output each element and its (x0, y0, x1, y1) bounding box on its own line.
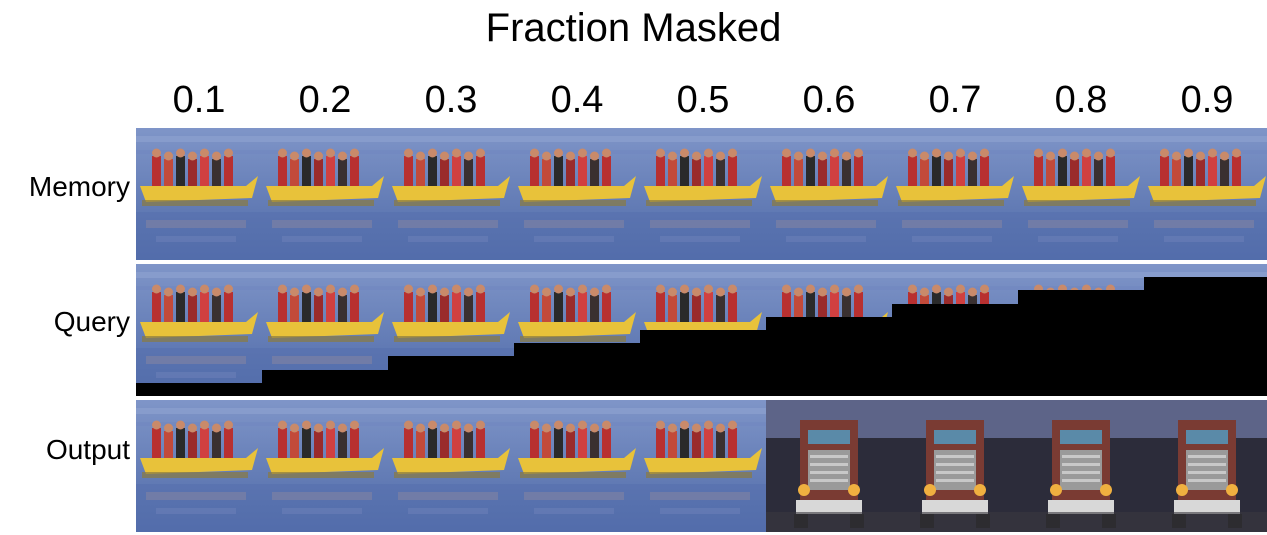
query-image (136, 264, 262, 396)
fraction-label: 0.7 (928, 79, 982, 121)
output-image (262, 400, 388, 532)
output-image (766, 400, 892, 532)
fraction-label: 0.1 (172, 79, 226, 121)
query-image (892, 264, 1018, 396)
mask-region (388, 356, 514, 396)
mask-region (136, 382, 262, 396)
query-image (1018, 264, 1144, 396)
fraction-label: 0.9 (1180, 79, 1234, 121)
query-image (1144, 264, 1267, 396)
mask-region (766, 316, 892, 396)
mask-region (514, 343, 640, 396)
memory-image (262, 128, 388, 260)
output-image (514, 400, 640, 532)
mask-region (1144, 277, 1267, 396)
memory-image (1018, 128, 1144, 260)
output-image (388, 400, 514, 532)
fraction-label: 0.2 (298, 79, 352, 121)
fraction-label: 0.8 (1054, 79, 1108, 121)
mask-region (892, 303, 1018, 396)
memory-image (136, 128, 262, 260)
row-label-output: Output (45, 434, 130, 465)
row-label-query: Query (53, 306, 130, 337)
memory-image (388, 128, 514, 260)
output-image (136, 400, 262, 532)
fraction-label: 0.4 (550, 79, 604, 121)
memory-image (892, 128, 1018, 260)
query-image (640, 264, 766, 396)
fraction-label: 0.5 (676, 79, 730, 121)
mask-region (640, 330, 766, 396)
output-image (640, 400, 766, 532)
output-image (1144, 400, 1267, 532)
memory-image (766, 128, 892, 260)
memory-image (640, 128, 766, 260)
memory-image (1144, 128, 1267, 260)
output-image (892, 400, 1018, 532)
mask-region (262, 369, 388, 396)
query-image (766, 264, 892, 396)
figure-title: Fraction Masked (485, 6, 782, 50)
fraction-label: 0.3 (424, 79, 478, 121)
query-image (388, 264, 514, 396)
memory-image (514, 128, 640, 260)
mask-region (1018, 290, 1144, 396)
query-image (514, 264, 640, 396)
row-label-memory: Memory (28, 171, 130, 202)
fraction-label: 0.6 (802, 79, 856, 121)
query-image (262, 264, 388, 396)
output-image (1018, 400, 1144, 532)
